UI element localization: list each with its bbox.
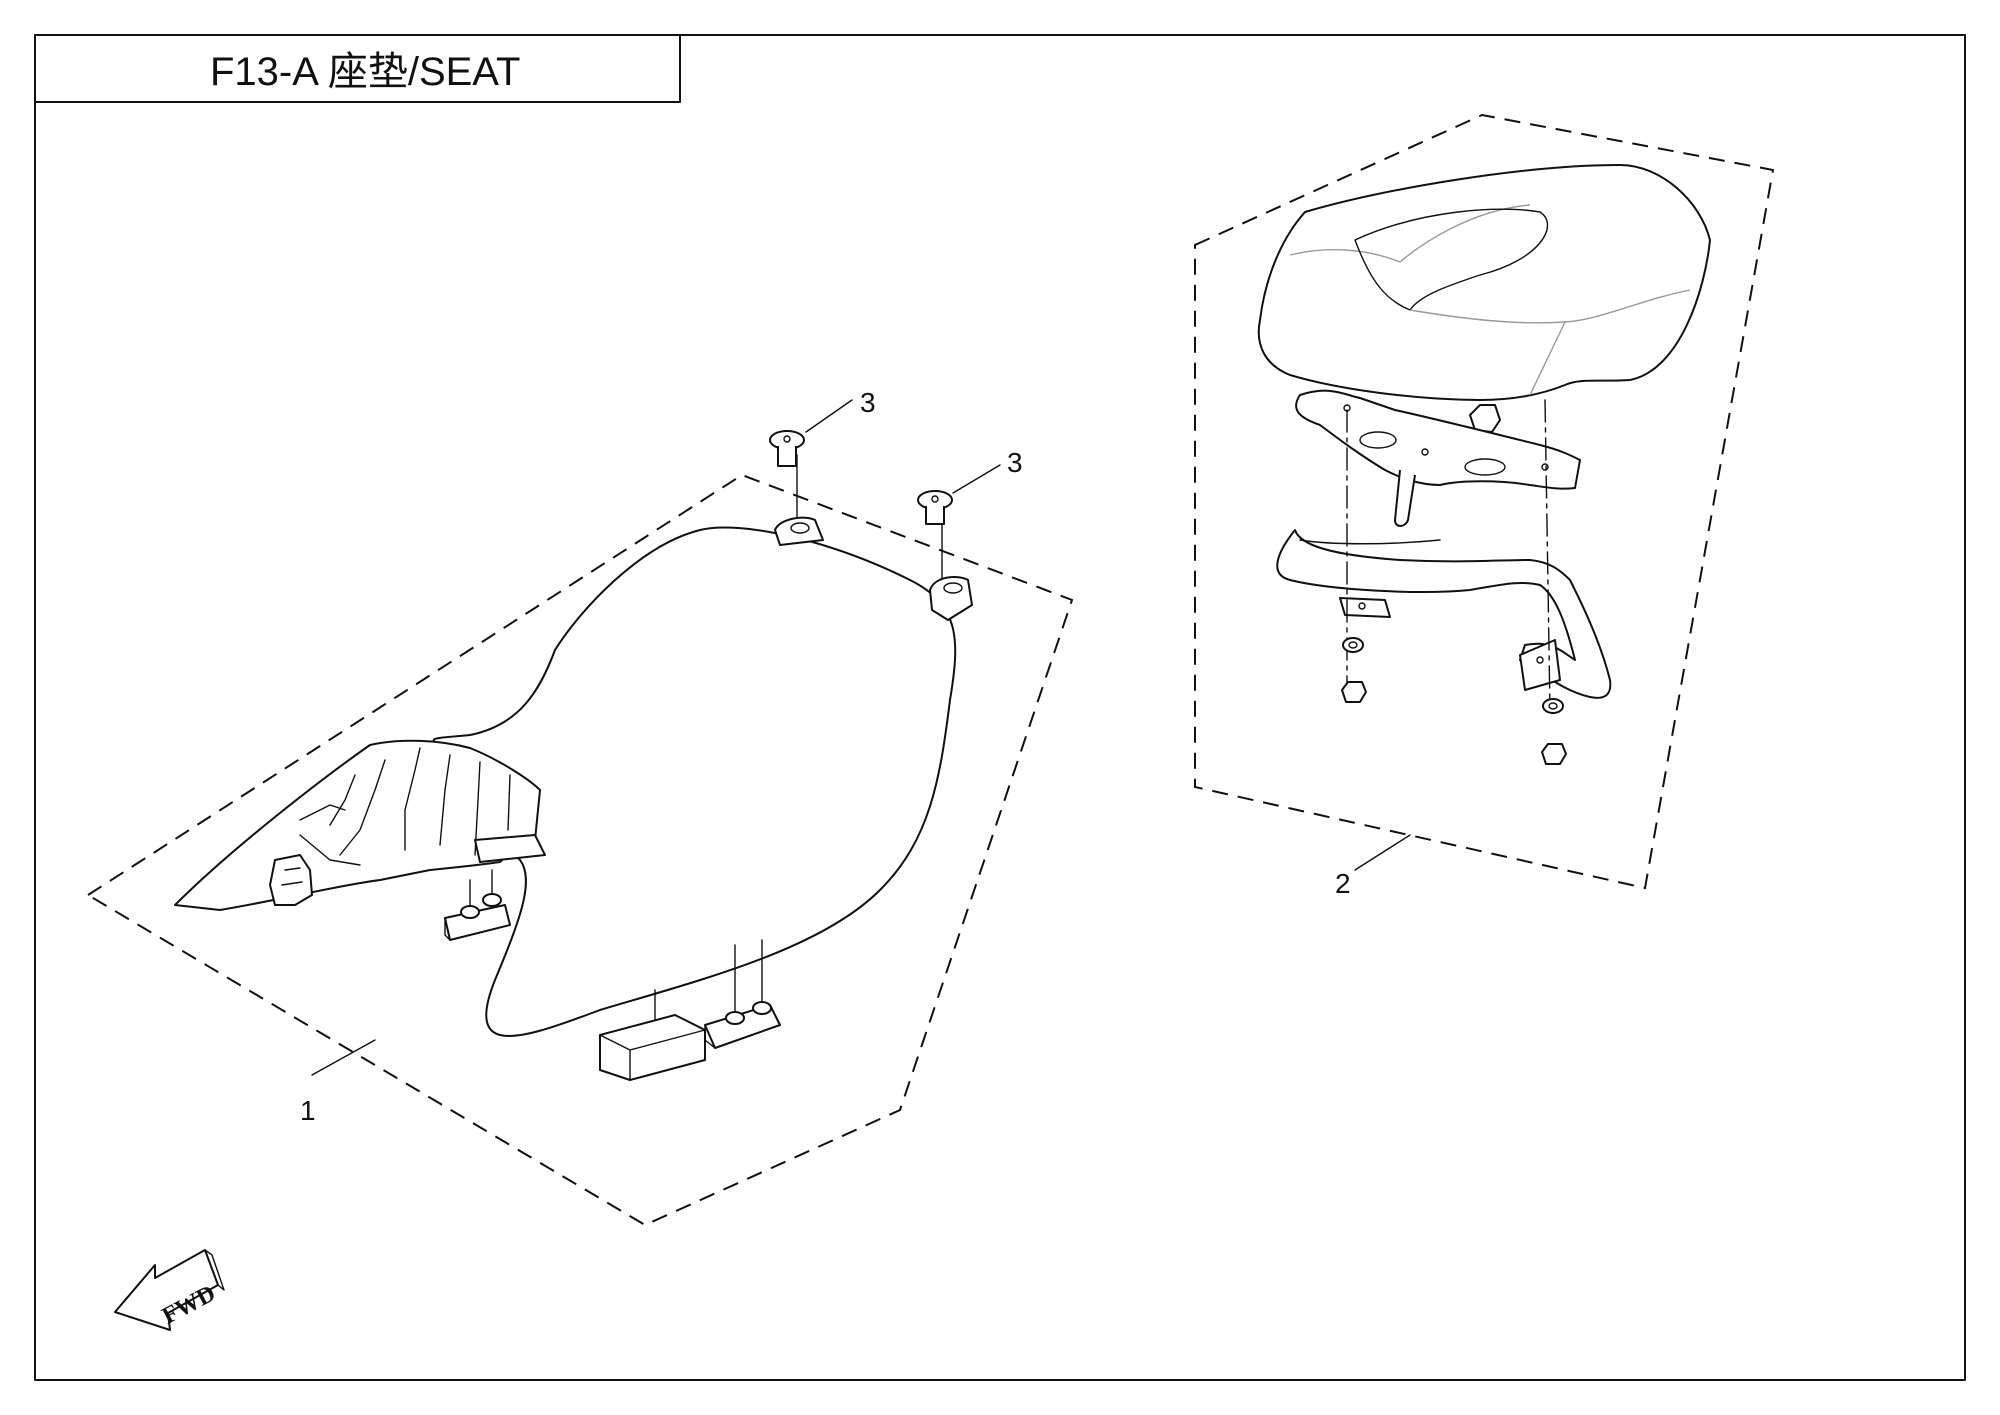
diagram-title: F13-A 座垫/SEAT: [210, 50, 520, 94]
rear-seat-support-frame: [1276, 529, 1612, 699]
rear-seat-boundary: [1194, 113, 1775, 890]
bolt-3-right: [917, 464, 1001, 586]
callout-front-seat: 1: [300, 1095, 316, 1126]
rear-seat-cushion: [1257, 164, 1711, 401]
front-seat-tail: [174, 739, 541, 911]
bolt-3-left: [769, 399, 853, 521]
front-seat-group: [86, 399, 1074, 1227]
rear-seat-bracket: [1295, 389, 1581, 490]
callout-rear-seat: 2: [1335, 868, 1351, 899]
callout-bolt-left: 3: [860, 387, 876, 418]
title-box: F13-A 座垫/SEAT: [34, 34, 681, 103]
callout-bolt-right: 3: [1007, 447, 1023, 478]
rear-seat-group: [1194, 113, 1775, 890]
fwd-arrow-icon: FWD: [114, 1249, 225, 1331]
front-seat-foam-block: [599, 1014, 706, 1081]
front-seat-body: [432, 526, 957, 1037]
drawing-frame: [34, 34, 1966, 1381]
front-seat-boundary: [86, 473, 1074, 1227]
